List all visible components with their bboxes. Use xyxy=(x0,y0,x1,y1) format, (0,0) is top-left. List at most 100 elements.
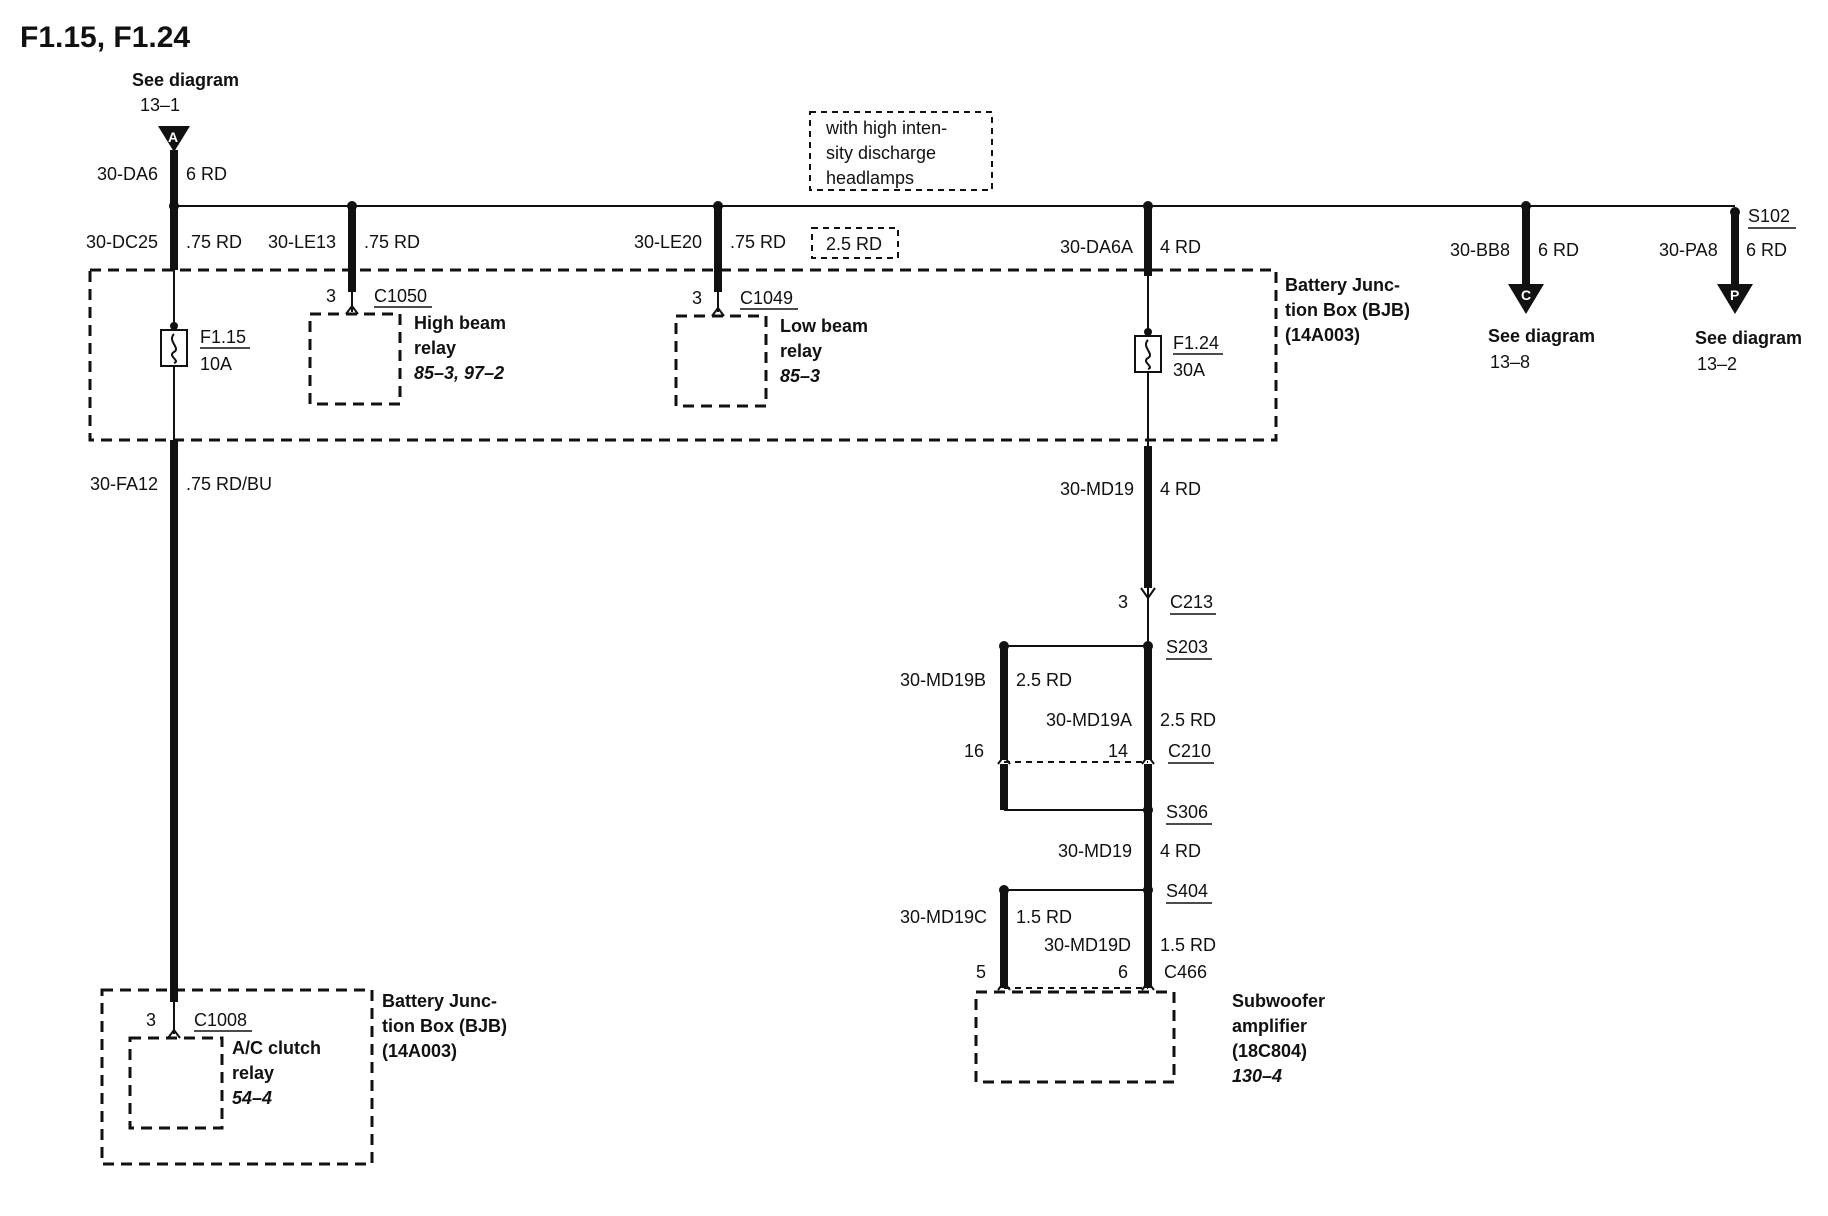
low-beam-relay-line1: Low beam xyxy=(780,316,868,336)
wire-30-md19b-circuit: 30-MD19B xyxy=(900,670,986,690)
fuse-f115-element xyxy=(171,333,177,364)
fuse-f115-terminal-dot xyxy=(170,322,178,330)
wire-30-md19-upper-circuit: 30-MD19 xyxy=(1060,479,1134,499)
c1049-pin: 3 xyxy=(692,288,702,308)
low-beam-relay-line2: relay xyxy=(780,341,822,361)
wire-30-le13-circuit: 30-LE13 xyxy=(268,232,336,252)
c1008-pin: 3 xyxy=(146,1010,156,1030)
fuse-f124-element xyxy=(1145,339,1151,370)
wire-30-le20-alt-spec: 2.5 RD xyxy=(826,234,882,254)
fuse-f115-icon[interactable] xyxy=(160,329,188,367)
connector-c466-right-pin-icon xyxy=(1141,980,1155,991)
wire-30-md19b-spec: 2.5 RD xyxy=(1016,670,1072,690)
bjb-top-line2: tion Box (BJB) xyxy=(1285,300,1410,320)
offpage-c-see-diagram: See diagram xyxy=(1488,326,1595,346)
wire-30-md19-mid-circuit: 30-MD19 xyxy=(1058,841,1132,861)
fuse-f124-icon[interactable] xyxy=(1134,335,1162,373)
hid-note-box xyxy=(809,111,993,191)
high-beam-relay-line2: relay xyxy=(414,338,456,358)
offpage-c-ref: 13–8 xyxy=(1490,352,1530,372)
c466-pin-left: 5 xyxy=(976,962,986,982)
c466-connector: C466 xyxy=(1164,962,1207,982)
wire-30-md19a-spec: 2.5 RD xyxy=(1160,710,1216,730)
connector-c210-left-pin-icon xyxy=(997,754,1011,765)
low-beam-relay-box[interactable] xyxy=(674,314,768,408)
c213-connector: C213 xyxy=(1170,592,1213,612)
wire-30-md19c-spec: 1.5 RD xyxy=(1016,907,1072,927)
wire-30-da6a-spec: 4 RD xyxy=(1160,237,1201,257)
c1008-connector: C1008 xyxy=(194,1010,247,1030)
connector-c1049-pin-icon xyxy=(711,306,725,317)
ac-clutch-relay-line1: A/C clutch xyxy=(232,1038,321,1058)
wire-30-md19-mid-spec: 4 RD xyxy=(1160,841,1201,861)
offpage-p-marker: P xyxy=(1730,287,1739,303)
wire-30-le20-spec: .75 RD xyxy=(730,232,786,252)
high-beam-relay-line1: High beam xyxy=(414,313,506,333)
connector-c466-left-pin-icon xyxy=(997,980,1011,991)
hid-note-line2: sity discharge xyxy=(826,143,936,163)
wire-30-pa8-circuit: 30-PA8 xyxy=(1659,240,1718,260)
splice-s102-label: S102 xyxy=(1748,206,1790,226)
offpage-c-marker: C xyxy=(1521,287,1531,303)
subwoofer-line1: Subwoofer xyxy=(1232,991,1325,1011)
ac-clutch-relay-ref: 54–4 xyxy=(232,1088,272,1108)
hid-note-line3: headlamps xyxy=(826,168,914,188)
battery-junction-box-bottom xyxy=(100,988,374,1166)
wire-30-bb8-circuit: 30-BB8 xyxy=(1450,240,1510,260)
source-connector-a-icon[interactable] xyxy=(158,126,190,152)
fuse-f124-rating: 30A xyxy=(1173,360,1205,380)
wire-30-md19-upper-spec: 4 RD xyxy=(1160,479,1201,499)
bjb-top-line1: Battery Junc- xyxy=(1285,275,1400,295)
wire-30-md19d-circuit: 30-MD19D xyxy=(1044,935,1131,955)
battery-junction-box-top xyxy=(88,268,1278,442)
wire-30-md19a-circuit: 30-MD19A xyxy=(1046,710,1132,730)
splice-s404-label: S404 xyxy=(1166,881,1208,901)
wire-30-le20-circuit: 30-LE20 xyxy=(634,232,702,252)
ac-clutch-relay-box[interactable] xyxy=(128,1036,224,1130)
wire-30-md19c-circuit: 30-MD19C xyxy=(900,907,987,927)
high-beam-relay-box[interactable] xyxy=(308,312,402,406)
high-beam-relay-ref: 85–3, 97–2 xyxy=(414,363,504,383)
wire-30-bb8-spec: 6 RD xyxy=(1538,240,1579,260)
c210-pin-left: 16 xyxy=(964,741,984,761)
wire-30-da6-spec: 6 RD xyxy=(186,164,227,184)
wire-30-da6-circuit: 30-DA6 xyxy=(97,164,158,184)
offpage-p-ref: 13–2 xyxy=(1697,354,1737,374)
subwoofer-line2: amplifier xyxy=(1232,1016,1307,1036)
diagram-title: F1.15, F1.24 xyxy=(20,21,190,54)
c1050-connector: C1050 xyxy=(374,286,427,306)
connector-c210-right-pin-icon xyxy=(1141,754,1155,765)
hid-note-line1: with high inten- xyxy=(825,118,947,138)
subwoofer-line3: (18C804) xyxy=(1232,1041,1307,1061)
offpage-connector-c-icon[interactable] xyxy=(1508,284,1544,314)
source-connector-marker: A xyxy=(168,129,178,145)
c466-pin-right: 6 xyxy=(1118,962,1128,982)
splice-s306-label: S306 xyxy=(1166,802,1208,822)
connector-c1008-pin-icon xyxy=(167,1028,181,1039)
source-diagram-ref: 13–1 xyxy=(140,95,180,115)
wire-30-fa12-circuit: 30-FA12 xyxy=(90,474,158,494)
c1050-pin: 3 xyxy=(326,286,336,306)
source-see-diagram-label: See diagram xyxy=(132,70,239,90)
c1049-connector: C1049 xyxy=(740,288,793,308)
wire-30-pa8-spec: 6 RD xyxy=(1746,240,1787,260)
wire-30-dc25-spec: .75 RD xyxy=(186,232,242,252)
subwoofer-ref: 130–4 xyxy=(1232,1066,1282,1086)
subwoofer-amplifier-box[interactable] xyxy=(974,990,1176,1084)
bjb-bottom-line2: tion Box (BJB) xyxy=(382,1016,507,1036)
fuse-f124-terminal-dot xyxy=(1144,328,1152,336)
c210-pin-right: 14 xyxy=(1108,741,1128,761)
ac-clutch-relay-line2: relay xyxy=(232,1063,274,1083)
wire-30-le13-spec: .75 RD xyxy=(364,232,420,252)
wire-30-md19d-spec: 1.5 RD xyxy=(1160,935,1216,955)
bjb-bottom-line1: Battery Junc- xyxy=(382,991,497,1011)
connector-c1050-pin-icon xyxy=(345,304,359,315)
fuse-f124-name: F1.24 xyxy=(1173,333,1219,353)
wire-30-dc25-circuit: 30-DC25 xyxy=(86,232,158,252)
offpage-connector-p-icon[interactable] xyxy=(1717,284,1753,314)
c210-connector: C210 xyxy=(1168,741,1211,761)
wire-30-da6a-circuit: 30-DA6A xyxy=(1060,237,1133,257)
bjb-top-line3: (14A003) xyxy=(1285,325,1360,345)
wire-30-fa12-spec: .75 RD/BU xyxy=(186,474,272,494)
